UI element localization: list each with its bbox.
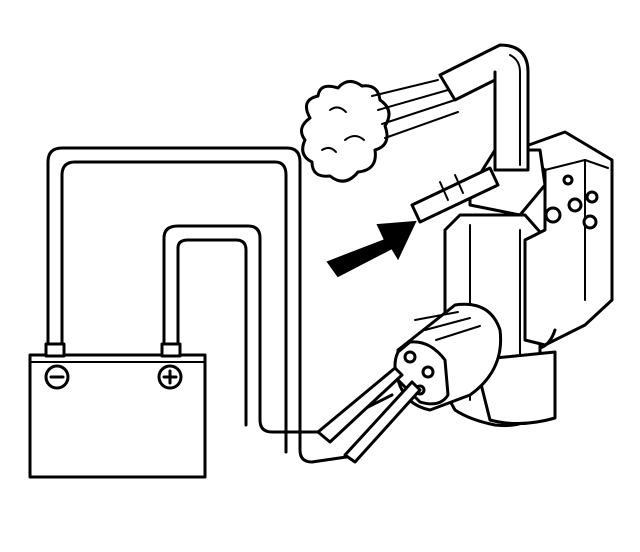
- negative-wire: [46, 146, 362, 464]
- air-puff-cloud-icon: [299, 79, 459, 183]
- negative-terminal-label: [44, 364, 70, 390]
- positive-terminal: [160, 342, 182, 358]
- negative-terminal: [44, 342, 66, 358]
- battery-icon: [28, 342, 207, 479]
- vacuum-solenoid-valve-icon: [316, 43, 614, 464]
- bracket-bolt: [585, 190, 599, 204]
- positive-wire: [162, 224, 394, 434]
- bracket-bolt: [567, 197, 583, 213]
- bracket-bolt: [544, 206, 562, 224]
- positive-terminal-label: [157, 364, 183, 390]
- bracket-bolt: [582, 214, 598, 230]
- bracket-bolt: [562, 174, 574, 186]
- air-flow-arrow-icon: [326, 220, 417, 278]
